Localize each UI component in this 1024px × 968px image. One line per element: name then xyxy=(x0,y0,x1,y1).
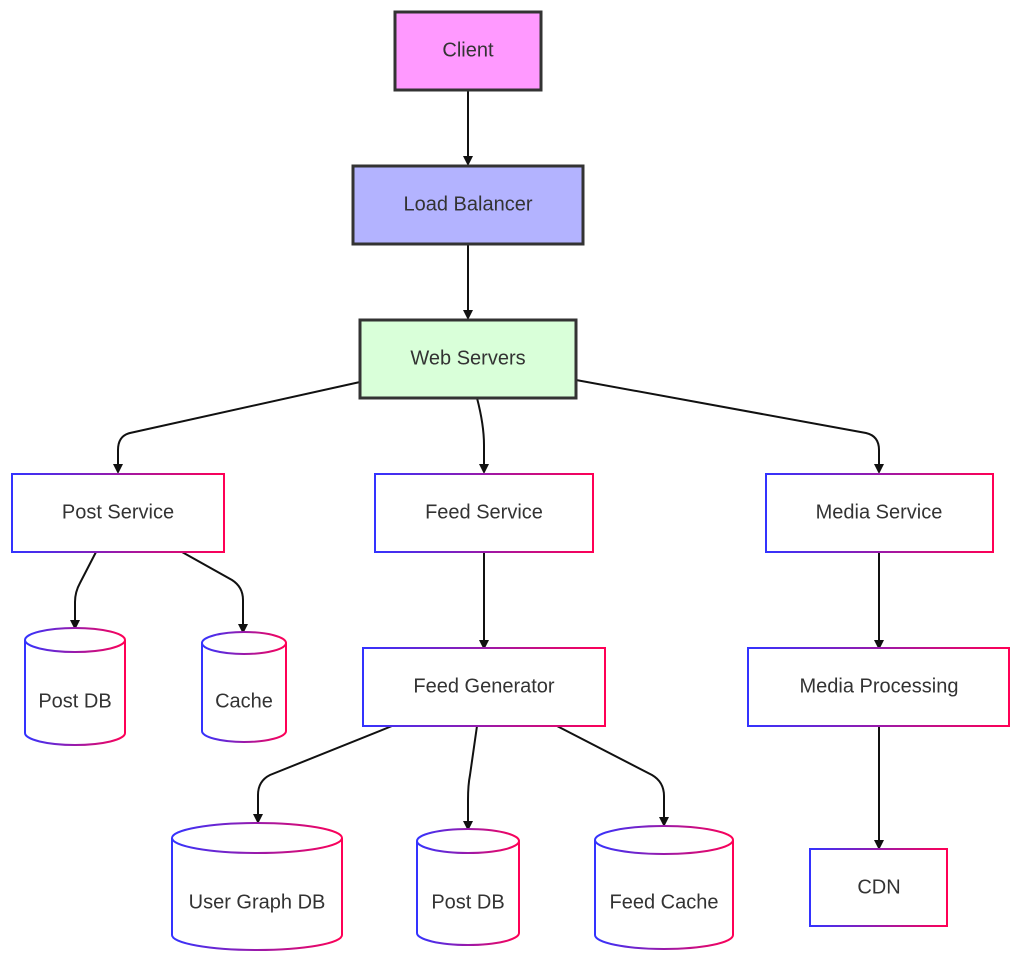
edge-feed-generator-post-db xyxy=(463,725,478,831)
node-post-db-2-label: Post DB xyxy=(431,891,504,913)
node-post-db-1-label: Post DB xyxy=(38,690,111,712)
node-media-processing: Media Processing xyxy=(747,647,1010,727)
node-feed-cache-label: Feed Cache xyxy=(610,891,719,913)
node-user-graph-db-label: User Graph DB xyxy=(189,891,326,913)
edge-feed-generator-feed-cache xyxy=(556,725,669,827)
edge-feed-generator-user-graph-db xyxy=(253,725,393,824)
node-post-service-label: Post Service xyxy=(62,501,174,523)
node-user-graph-db: User Graph DB xyxy=(171,822,343,951)
node-cdn: CDN xyxy=(809,848,948,927)
node-client-label: Client xyxy=(442,39,494,61)
edge-post-service-post-db xyxy=(70,551,97,630)
node-feed-generator-label: Feed Generator xyxy=(413,675,555,697)
node-feed-service: Feed Service xyxy=(374,473,594,553)
edge-post-service-cache xyxy=(181,551,248,634)
edge-web-servers-feed-service xyxy=(476,397,489,474)
node-post-db-2: Post DB xyxy=(416,828,520,946)
node-feed-cache: Feed Cache xyxy=(594,825,734,950)
node-web-servers-label: Web Servers xyxy=(410,347,525,369)
edges xyxy=(70,90,884,850)
edge-web-servers-media-service xyxy=(575,379,884,474)
node-cdn-label: CDN xyxy=(857,876,900,898)
node-media-processing-label: Media Processing xyxy=(800,675,959,697)
node-feed-service-label: Feed Service xyxy=(425,501,543,523)
node-web-servers: Web Servers xyxy=(358,318,578,400)
edge-web-servers-post-service xyxy=(113,381,361,474)
node-client: Client xyxy=(393,10,543,92)
node-cache: Cache xyxy=(201,631,287,743)
node-load-balancer-label: Load Balancer xyxy=(404,193,533,215)
node-cache-label: Cache xyxy=(215,690,273,712)
node-load-balancer: Load Balancer xyxy=(351,164,585,246)
node-feed-generator: Feed Generator xyxy=(362,647,606,727)
node-media-service-label: Media Service xyxy=(816,501,943,523)
node-post-service: Post Service xyxy=(11,473,225,553)
node-media-service: Media Service xyxy=(765,473,994,553)
node-post-db-1: Post DB xyxy=(24,627,126,746)
